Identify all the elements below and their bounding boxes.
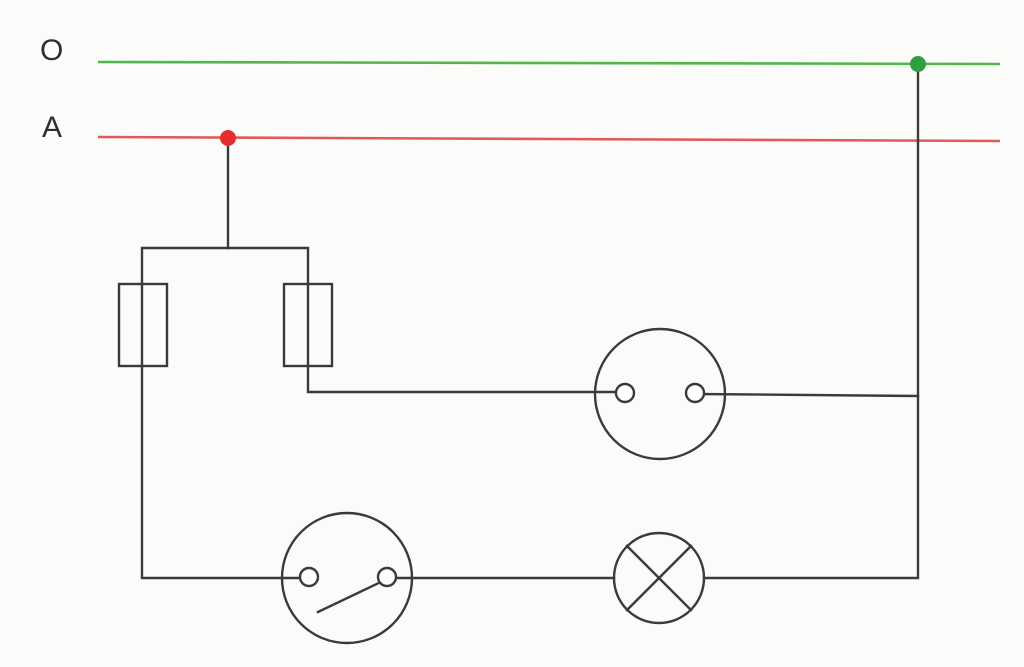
socket-outline <box>593 327 727 461</box>
neutral-wire <box>702 62 920 580</box>
socket-terminal-right <box>684 382 706 404</box>
socket-terminal-left <box>614 382 636 404</box>
switch-terminal-left <box>298 566 320 588</box>
socket-feed-wire <box>306 364 627 394</box>
lamp-cross-2 <box>625 544 693 612</box>
socket-return-wire <box>693 392 920 398</box>
rail-a-junction-node <box>220 130 236 146</box>
lamp-outline <box>612 531 706 625</box>
rail-o-line <box>97 60 1001 66</box>
fuse-branch-wire <box>140 246 310 286</box>
switch-lever <box>316 578 387 614</box>
switch-feed-wire <box>140 364 311 580</box>
switch-terminal-right <box>376 566 398 588</box>
rail-a-label: A <box>42 111 63 144</box>
rail-a-line <box>97 135 1001 143</box>
rail-o-label: O <box>40 34 64 67</box>
rail-o-junction-node <box>910 56 926 72</box>
switch-outline <box>280 511 414 645</box>
